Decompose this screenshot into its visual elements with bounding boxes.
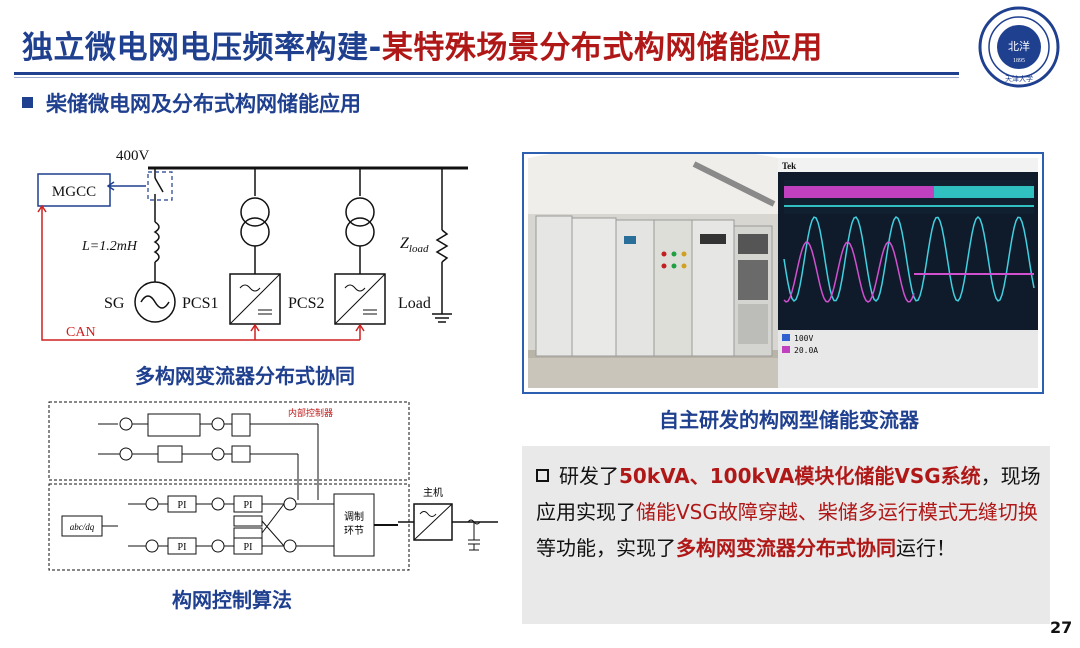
header-divider bbox=[14, 72, 959, 75]
mgcc-label: MGCC bbox=[52, 184, 96, 200]
title-main: 独立微电网电压频率构建 bbox=[22, 30, 369, 66]
section-title: 柴储微电网及分布式构网储能应用 bbox=[46, 92, 361, 116]
inner-controller-label: 内部控制器 bbox=[288, 407, 333, 418]
title-dash: - bbox=[368, 30, 382, 66]
scope-waveforms bbox=[783, 215, 1035, 303]
can-label: CAN bbox=[66, 325, 96, 340]
page-number: 27 bbox=[1050, 618, 1073, 637]
header-divider-thin bbox=[14, 77, 959, 78]
host-label: 主机 bbox=[423, 486, 443, 499]
load-label: Load bbox=[398, 295, 431, 312]
modulation-block-line2: 环节 bbox=[344, 525, 364, 537]
pcs2-label: PCS2 bbox=[288, 295, 324, 312]
pi-block-2: PI bbox=[244, 500, 253, 511]
summary-text-1: 研发了 bbox=[559, 464, 619, 488]
summary-highlight-3: 多构网变流器分布式协同 bbox=[676, 536, 896, 560]
summary-text-3: 等功能，实现了 bbox=[536, 536, 676, 560]
equipment-photo-frame: Tek 100V 20.0A bbox=[522, 152, 1044, 394]
logo-year: 1895 bbox=[1013, 58, 1025, 64]
photo-caption: 自主研发的构网型储能变流器 bbox=[659, 408, 919, 432]
pcs1-label: PCS1 bbox=[182, 295, 218, 312]
scope-brand: Tek bbox=[782, 161, 796, 171]
sg-label: SG bbox=[104, 295, 125, 312]
transformer-2 bbox=[345, 197, 375, 227]
cabinet-4 bbox=[653, 219, 693, 357]
transformer-1 bbox=[240, 197, 270, 227]
bus-voltage-label: 400V bbox=[116, 148, 150, 164]
slide-title: 独立微电网电压频率构建-某特殊场景分布式构网储能应用 bbox=[22, 22, 823, 67]
inner-controller-box bbox=[48, 401, 410, 481]
pi-block-4: PI bbox=[244, 542, 253, 553]
summary-paragraph: 研发了50kVA、100kVA模块化储能VSG系统，现场应用实现了储能VSG故障… bbox=[536, 458, 1041, 566]
logo-bottom-text: 天津大学 bbox=[1005, 74, 1033, 83]
summary-highlight-2: 储能VSG故障穿越、柴储多运行模式无缝切换 bbox=[636, 500, 1038, 524]
mgcc-box bbox=[37, 173, 111, 207]
university-logo: 北洋 1895 天津大学 bbox=[978, 6, 1060, 88]
cabinet-1 bbox=[535, 215, 573, 357]
pi-block-3: PI bbox=[178, 542, 187, 553]
load-resistor bbox=[435, 229, 449, 263]
inductance-label: L=1.2mH bbox=[81, 239, 138, 254]
summary-highlight-1: 50kVA、100kVA模块化储能VSG系统 bbox=[619, 464, 981, 488]
summary-text-2: ，现场应用实现了 bbox=[536, 464, 1041, 524]
pi-block-1: PI bbox=[178, 500, 187, 511]
scope-ch2-scale: 20.0A bbox=[794, 346, 818, 355]
cabinet-2 bbox=[571, 217, 617, 357]
checkbox-bullet-icon bbox=[536, 469, 549, 482]
summary-textbox: 研发了50kVA、100kVA模块化储能VSG系统，现场应用实现了储能VSG故障… bbox=[522, 446, 1050, 624]
can-bus bbox=[41, 206, 360, 341]
modulation-block-line1: 调制 bbox=[344, 510, 364, 523]
scope-ch1-scale: 100V bbox=[794, 334, 813, 343]
logo-center-text: 北洋 bbox=[1008, 39, 1030, 53]
title-sub: 某特殊场景分布式构网储能应用 bbox=[381, 30, 823, 66]
outer-controller-box bbox=[48, 483, 410, 571]
inductor-symbol bbox=[153, 221, 160, 263]
summary-text-4: 运行！ bbox=[896, 536, 956, 560]
breaker-switch bbox=[154, 177, 164, 193]
zload-label: Zload bbox=[400, 235, 429, 255]
diagram1-caption: 多构网变流器分布式协同 bbox=[135, 364, 355, 388]
abc-dq-block: abc/dq bbox=[70, 522, 95, 532]
diagram2-caption: 构网控制算法 bbox=[172, 588, 292, 612]
microgrid-diagram: 400V MGCC L=1.2mH SG PCS1 bbox=[30, 142, 500, 352]
section-bullet bbox=[22, 97, 33, 108]
control-algorithm-diagram: 内部控制器 abc/dq PI PI bbox=[48, 400, 510, 575]
